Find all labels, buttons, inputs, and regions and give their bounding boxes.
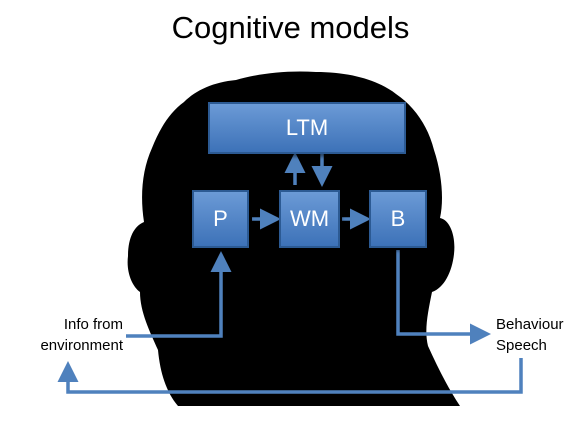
- arrow-feedback-loop: [57, 358, 523, 394]
- input-label: Info from environment: [8, 314, 123, 356]
- output-label-line1: Behaviour: [496, 316, 564, 333]
- output-label-line2: Speech: [496, 337, 547, 354]
- p-box: P: [192, 190, 249, 248]
- wm-box: WM: [279, 190, 340, 248]
- ltm-box: LTM: [208, 102, 406, 154]
- diagram-title: Cognitive models: [171, 10, 410, 45]
- input-label-line1: Info from: [63, 316, 123, 333]
- arrow-input-to-p: [126, 251, 232, 338]
- output-label: Behaviour Speech: [496, 314, 581, 356]
- input-label-line2: environment: [40, 337, 123, 354]
- b-box: B: [369, 190, 427, 248]
- arrow-b-to-output: [396, 250, 491, 345]
